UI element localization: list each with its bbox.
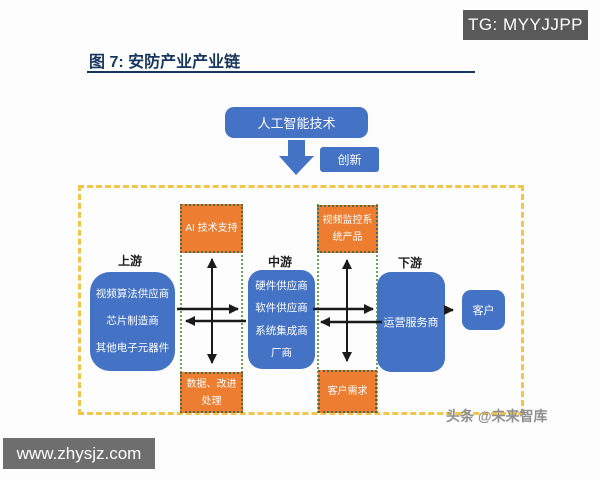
innovation-box: 创新 [320,147,379,172]
midstream-suppliers-box: 硬件供应商 软件供应商 系统集成商 厂商 [248,270,315,369]
video-product-line2: 统产品 [332,232,363,243]
midstream-line3: 系统集成商 [255,324,308,337]
midstream-line1: 硬件供应商 [255,280,308,293]
upstream-label: 上游 [118,254,143,268]
ai-support-box: AI 技术支持 [180,204,243,253]
ai-technology-box: 人工智能技术 [225,107,368,138]
down-arrow-icon [279,140,314,175]
customer-box: 客户 [462,290,505,330]
watermark-url: www.zhysjz.com [3,438,155,469]
midstream-label: 中游 [268,255,293,269]
upstream-line1: 视频算法供应商 [95,287,170,300]
data-improvement-line1: 数据、改进 [186,378,237,390]
tg-badge: TG: MYYJJPP [463,10,588,40]
upstream-line2: 芯片制造商 [106,314,159,327]
video-surveillance-product-box: 视频监控系 统产品 [317,205,378,253]
video-product-line1: 视频监控系 [322,215,373,226]
data-improvement-line2: 处理 [201,395,222,407]
source-credit: 头条 @未来智库 [446,408,548,424]
figure-title: 图 7: 安防产业产业链 [89,54,241,71]
downstream-label: 下游 [398,256,423,270]
upstream-line3: 其他电子元器件 [95,342,170,355]
operator-box: 运营服务商 [377,272,445,372]
customer-demand-box: 客户需求 [318,370,377,413]
midstream-line4: 厂商 [271,346,292,359]
industry-chain-frame [78,185,524,415]
title-underline [87,71,475,73]
midstream-line2: 软件供应商 [255,302,308,315]
data-improvement-box: 数据、改进 处理 [180,372,243,413]
upstream-suppliers-box: 视频算法供应商 芯片制造商 其他电子元器件 [90,272,175,371]
